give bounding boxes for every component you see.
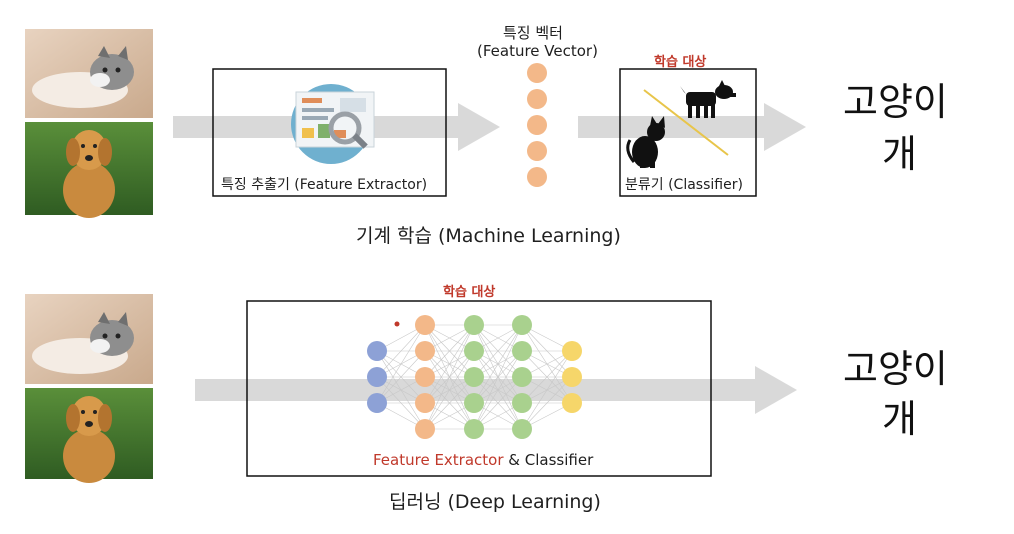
deep-learning-box	[246, 300, 712, 477]
feature-node	[527, 89, 547, 109]
hidden-node-2	[464, 367, 484, 387]
dl-cat-photo	[25, 294, 153, 384]
nn-edge	[473, 324, 523, 378]
dl-caption: 딥러닝 (Deep Learning)	[389, 491, 601, 513]
classifier-box	[619, 68, 757, 197]
cat-silhouette-icon	[626, 116, 665, 168]
dl-output-dog: 개	[882, 397, 917, 441]
hidden-node-1	[415, 367, 435, 387]
hidden-node-3	[512, 419, 532, 439]
dog-silhouette-icon	[680, 80, 736, 118]
nn-edge	[376, 324, 426, 378]
hidden-node-2	[464, 341, 484, 361]
ml-caption: 기계 학습 (Machine Learning)	[356, 225, 621, 247]
nn-edge	[376, 350, 426, 404]
dl-output-cat: 고양이	[843, 347, 948, 391]
hidden-node-1	[415, 341, 435, 361]
output-node	[562, 393, 582, 413]
feature-vector-label-ko: 특징 벡터	[503, 24, 563, 42]
nn-edge	[473, 324, 523, 404]
ml-dog-photo	[25, 122, 153, 218]
nn-edge	[424, 324, 475, 404]
neural-network	[367, 315, 582, 439]
nn-edge	[424, 376, 475, 430]
nn-edge	[521, 376, 573, 430]
nn-edge	[521, 350, 573, 404]
hidden-node-2	[464, 393, 484, 413]
dl-box-label: Feature Extractor & Classifier	[373, 451, 593, 469]
hidden-node-3	[512, 393, 532, 413]
hidden-node-2	[464, 315, 484, 335]
dl-box-label-feature-extractor: Feature Extractor	[373, 451, 504, 469]
ml-cat-photo	[25, 29, 153, 118]
nn-edge	[521, 350, 573, 430]
decision-boundary	[643, 89, 729, 156]
hidden-node-1	[415, 315, 435, 335]
output-node	[562, 367, 582, 387]
hidden-node-3	[512, 315, 532, 335]
dl-dog-photo	[25, 388, 153, 483]
input-node	[367, 341, 387, 361]
ml-arrow-2	[578, 103, 806, 151]
nn-edge	[424, 350, 475, 430]
feature-node	[527, 115, 547, 135]
neural-network-nodes	[367, 315, 582, 439]
hidden-node-3	[512, 367, 532, 387]
hidden-node-2	[464, 419, 484, 439]
classifier-label: 분류기 (Classifier)	[625, 177, 743, 193]
hidden-node-1	[415, 393, 435, 413]
input-node	[367, 393, 387, 413]
nn-edge	[473, 324, 523, 430]
ml-output-dog: 개	[882, 132, 917, 176]
feature-node	[527, 63, 547, 83]
input-node	[367, 367, 387, 387]
feature-extractor-box	[212, 68, 447, 197]
nn-edge	[473, 376, 523, 430]
dl-box-label-classifier: & Classifier	[503, 451, 594, 469]
feature-vector	[527, 63, 547, 187]
small-red-marker	[394, 321, 400, 327]
dl-arrow	[195, 366, 797, 414]
feature-extractor-label: 특징 추출기 (Feature Extractor)	[221, 177, 428, 193]
hidden-node-3	[512, 341, 532, 361]
dl-learning-target-label: 학습 대상	[443, 285, 496, 300]
nn-edge	[424, 324, 475, 430]
magnifier-document-icon	[291, 84, 375, 164]
feature-node	[527, 167, 547, 187]
hidden-node-1	[415, 419, 435, 439]
nn-edge	[473, 350, 523, 430]
ml-learning-target-label: 학습 대상	[654, 55, 707, 70]
nn-edge	[424, 324, 475, 378]
ml-output-cat: 고양이	[843, 80, 948, 124]
output-node	[562, 341, 582, 361]
feature-node	[527, 141, 547, 161]
feature-vector-label-en: (Feature Vector)	[477, 42, 598, 60]
nn-edge	[376, 324, 426, 404]
